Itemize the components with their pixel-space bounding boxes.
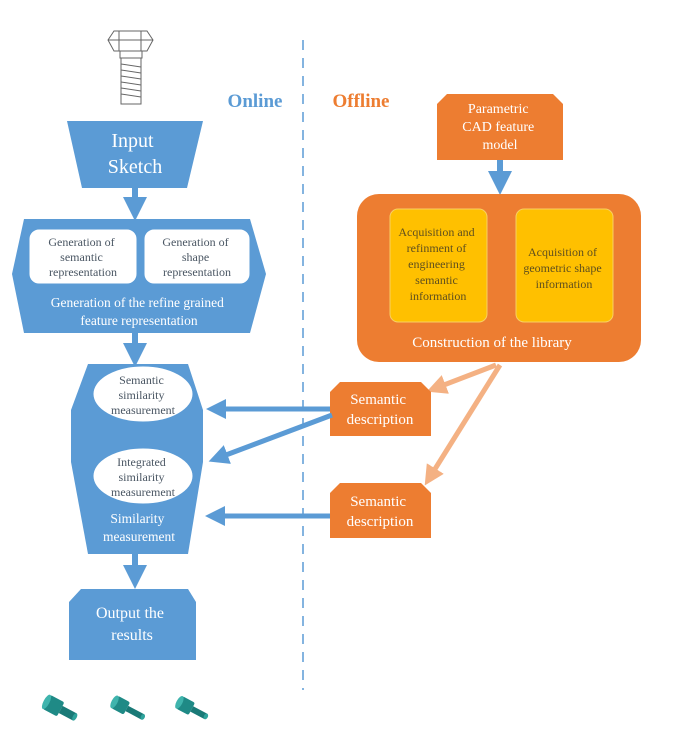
input-sketch-label-line1: Input bbox=[111, 130, 154, 152]
semantic-desc1-line1: Semantic bbox=[350, 392, 406, 408]
cad-model-line2: CAD feature bbox=[462, 120, 534, 135]
semantic-similarity-line3: measurement bbox=[111, 403, 176, 417]
acq-semantic-line3: engineering bbox=[408, 257, 465, 271]
bolt-sketch-icon bbox=[107, 30, 154, 105]
acq-geometric-line3: information bbox=[536, 277, 593, 291]
shape-rep-line3: representation bbox=[163, 265, 231, 279]
integrated-similarity-line1: Integrated bbox=[117, 455, 166, 469]
similarity-caption-line2: measurement bbox=[103, 529, 175, 544]
parametric-cad-model-node bbox=[437, 94, 563, 160]
input-sketch-node bbox=[67, 121, 203, 188]
svg-text:Semantic description: Semantic description bbox=[347, 392, 414, 428]
semantic-acquisition-box bbox=[389, 208, 488, 323]
svg-text:Output the results: Output the results bbox=[96, 605, 168, 644]
acq-semantic-line2: refinment of bbox=[407, 241, 467, 255]
part-model-icon bbox=[41, 694, 78, 721]
part-model-icon bbox=[110, 695, 146, 720]
offline-header: Offline bbox=[333, 91, 390, 112]
integrated-similarity-ellipse bbox=[92, 447, 194, 505]
svg-text:Integrated similarity: Integrated similarity measurement bbox=[111, 455, 176, 499]
refine-caption-line2: feature representation bbox=[80, 313, 198, 328]
semantic-rep-line1: Generation of bbox=[48, 235, 114, 249]
svg-text:Generation of the refine grain: Generation of the refine grained feature… bbox=[51, 295, 228, 328]
acq-semantic-line5: information bbox=[410, 289, 467, 303]
svg-text:Semantic similarity me: Semantic similarity measurement bbox=[111, 373, 176, 417]
shape-rep-line2: shape bbox=[182, 250, 209, 264]
cad-model-line3: model bbox=[483, 138, 518, 153]
semantic-desc2-line1: Semantic bbox=[350, 494, 406, 510]
online-header: Online bbox=[228, 91, 283, 112]
acq-geometric-line2: geometric shape bbox=[523, 261, 601, 275]
cad-model-line1: Parametric bbox=[468, 102, 529, 117]
refine-caption-line1: Generation of the refine grained bbox=[51, 295, 224, 310]
arrow-desc1-to-integrated-similarity bbox=[208, 412, 333, 464]
semantic-rep-line3: representation bbox=[49, 265, 117, 279]
svg-text:Generation of shape re: Generation of shape representation bbox=[162, 235, 231, 279]
integrated-similarity-line2: similarity bbox=[119, 470, 165, 484]
semantic-similarity-ellipse bbox=[92, 365, 194, 423]
semantic-desc1-line2: description bbox=[347, 412, 414, 428]
svg-text:Parametric CAD feature: Parametric CAD feature model bbox=[462, 102, 537, 153]
library-caption: Construction of the library bbox=[412, 335, 572, 351]
shape-rep-line1: Generation of bbox=[162, 235, 228, 249]
output-results-node bbox=[69, 589, 196, 660]
svg-text:Semantic description: Semantic description bbox=[347, 494, 414, 530]
semantic-similarity-line2: similarity bbox=[119, 388, 165, 402]
svg-text:Input Sketch: Input Sketch bbox=[108, 130, 162, 178]
part-model-icon bbox=[175, 696, 209, 720]
arrow-library-to-desc1 bbox=[426, 362, 497, 394]
semantic-rep-line2: semantic bbox=[60, 250, 103, 264]
input-sketch-label-line2: Sketch bbox=[108, 156, 162, 178]
acq-geometric-line1: Acquisition of bbox=[528, 245, 597, 259]
semantic-desc2-line2: description bbox=[347, 514, 414, 530]
output-line1: Output the bbox=[96, 605, 164, 622]
semantic-similarity-line1: Semantic bbox=[119, 373, 164, 387]
integrated-similarity-line3: measurement bbox=[111, 485, 176, 499]
semantic-description-node-1 bbox=[330, 382, 431, 436]
acq-semantic-line1: Acquisition and bbox=[398, 225, 474, 239]
svg-text:Acquisition and refinment: Acquisition and refinment of engineering… bbox=[398, 225, 477, 303]
acq-semantic-line4: semantic bbox=[415, 273, 458, 287]
svg-text:Similarity measurement: Similarity measurement bbox=[103, 511, 175, 544]
arrow-library-to-desc2 bbox=[424, 363, 503, 486]
svg-text:Acquisition of geometric s: Acquisition of geometric shape informati… bbox=[523, 245, 604, 291]
svg-text:Generation of semantic: Generation of semantic representation bbox=[48, 235, 117, 279]
similarity-caption-line1: Similarity bbox=[110, 511, 164, 526]
shape-representation-box bbox=[143, 228, 251, 285]
output-line2: results bbox=[111, 627, 153, 644]
semantic-description-node-2 bbox=[330, 483, 431, 538]
geometric-acquisition-box bbox=[515, 208, 614, 323]
semantic-representation-box bbox=[28, 228, 138, 285]
